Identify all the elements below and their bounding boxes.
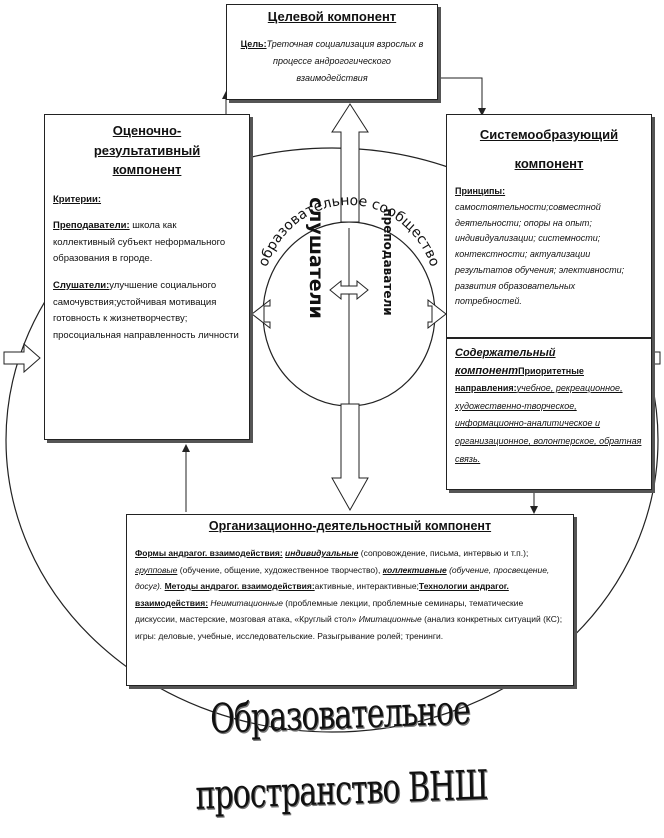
evaluative-component-box: Оценочно- результативный компонент Крите… [44,114,250,440]
content-title-line2: компонент [455,364,519,377]
content-title-line1: Содержательный [455,347,556,359]
connector-target-to-system [436,77,483,112]
evaluative-title-line1: Оценочно- [112,123,182,138]
system-component-box: Системообразующий компонент Принципы: са… [446,114,652,338]
target-title: Целевой компонент [267,9,397,24]
diagram-canvas: образовательное сообщество слушатели пре… [3,77,661,733]
target-component-box: Целевой компонент Цель:Треточная социали… [226,4,438,100]
organizational-body: Формы андрагог. взаимодействия: индивиду… [135,545,565,644]
hollow-arrow-right [427,298,447,330]
system-title-line2: компонент [514,155,584,171]
arrowhead-org [530,506,538,514]
principles-label: Принципы: [455,186,506,197]
target-goal: Цель:Треточная социализация взрослых в п… [237,36,427,87]
system-title: Системообразующий компонент [447,121,651,178]
nonimitation-label: Неимитационные [210,597,283,608]
evaluative-title: Оценочно- результативный компонент [45,121,249,180]
imitation-label: Имитационные [358,614,422,625]
goal-text: Треточная социализация взрослых в процес… [266,39,424,84]
teachers-criteria-text: школа как коллективный субъект неформаль… [53,220,226,265]
priority-text: учебное, рекреационное, художественно-тв… [455,383,642,464]
methods-text: активные, интерактивные; [314,581,419,592]
listeners-criteria: Слушатели:улучшение социального самочувс… [53,278,241,345]
collective-text: (обучение, просвещение, досуг). [135,564,550,592]
evaluative-body: Критерии: Преподаватели: школа как колле… [53,192,241,345]
teachers-criteria: Преподаватели: школа как коллективный су… [53,218,241,268]
tech-label: Технологии андрагог. взаимодействия: [135,581,509,608]
system-title-line1: Системообразующий [479,127,619,142]
hollow-arrow-up [331,103,369,223]
hollow-arrow-down [331,403,369,512]
arrowhead-system [478,108,486,116]
group-label: групповые [135,564,178,575]
nonimitation-text: (проблемные лекции, проблемные семинары,… [135,597,524,625]
hollow-double-arrow [329,279,369,301]
individual-text: (сопровождение, письма, интервью и т.п.)… [358,548,529,558]
hollow-arrow-left [251,298,271,330]
hollow-arrow-outer-left [3,342,41,374]
listeners-vertical: слушатели [305,197,327,319]
collective-label: коллективные [382,564,447,575]
organizational-component-box: Организационно-деятельностный компонент … [126,514,574,686]
group-text: (обучение, общение, художественное творч… [177,564,381,575]
system-body: Принципы: самостоятельности;совместной д… [455,184,643,310]
teachers-label: Преподаватели: [53,220,130,232]
principles-text: самостоятельности;совместной деятельност… [455,201,625,307]
evaluative-title-line2: результативный [93,142,201,158]
listeners-label: Слушатели: [53,280,110,291]
listeners-criteria-text: улучшение социального самочувствия;устой… [53,280,239,341]
content-body: Содержательный компонентПриоритетные нап… [455,345,643,468]
individual-label: индивидуальные [285,548,359,558]
priority-label: Приоритетные направления: [455,365,584,394]
content-title: Содержательный компонентПриоритетные нап… [455,345,643,468]
arrowhead-eval [182,444,190,452]
content-component-box: Содержательный компонентПриоритетные нап… [446,338,652,490]
goal-label: Цель: [240,39,267,49]
criteria-label: Критерии: [53,193,102,205]
teachers-vertical: преподаватели [381,208,395,315]
outer-space-circle [5,147,659,733]
evaluative-title-line3: компонент [112,162,182,177]
organizational-title: Организационно-деятельностный компонент [208,519,492,533]
methods-label: Методы андрагог. взаимодействия: [164,581,315,592]
forms-label: Формы андрагог. взаимодействия: [135,548,283,558]
imitation-text: (анализ конкретных ситуаций (КС); игры: … [135,614,563,641]
